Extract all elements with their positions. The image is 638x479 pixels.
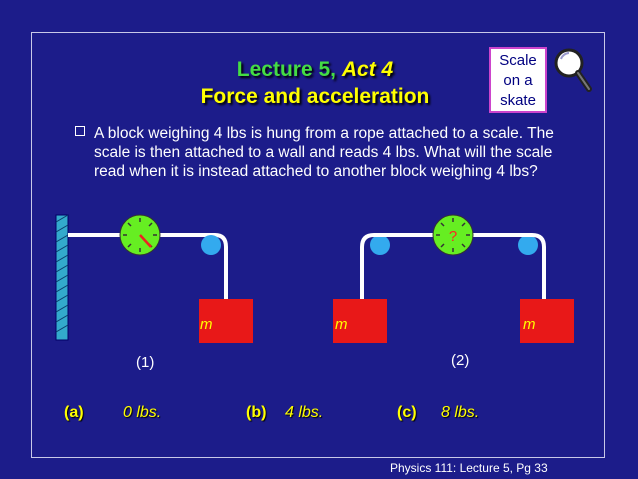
setup-2-label: (2) — [451, 352, 470, 369]
pulley-left — [370, 235, 390, 255]
slide-title: Lecture 5, Act 4 — [190, 58, 440, 82]
rope-scale-to-block — [160, 233, 228, 300]
callout-line-1: Scale — [499, 52, 537, 69]
pulley-right — [518, 235, 538, 255]
option-c-letter[interactable]: (c) — [397, 404, 417, 421]
option-b-letter[interactable]: (b) — [246, 404, 267, 421]
pulley — [201, 235, 221, 255]
bullet-icon — [75, 126, 85, 136]
option-a-value[interactable]: 0 lbs. — [123, 404, 162, 421]
block-1 — [199, 299, 253, 343]
slide-frame — [31, 32, 605, 458]
question-text: A block weighing 4 lbs is hung from a ro… — [94, 125, 554, 180]
setup-1-label: (1) — [136, 354, 155, 371]
callout-line-3: skate — [500, 92, 536, 109]
wall-hatching — [55, 214, 69, 333]
block-2-left — [333, 299, 387, 343]
scale-on-skate-callout[interactable]: Scale on a skate — [489, 47, 547, 113]
magnifier-icon[interactable] — [552, 45, 594, 97]
option-c-value[interactable]: 8 lbs. — [441, 404, 480, 421]
block-1-label: m — [200, 316, 213, 333]
title-prefix: Lecture 5, — [236, 58, 342, 81]
slide-subtitle: Force and acceleration — [200, 85, 430, 108]
block-2-right — [520, 299, 574, 343]
scale-1 — [119, 214, 161, 256]
option-b-value[interactable]: 4 lbs. — [285, 404, 324, 421]
title-act: Act 4 — [341, 58, 394, 81]
block-2-left-label: m — [335, 316, 348, 333]
block-2-right-label: m — [523, 316, 536, 333]
rope-left — [360, 233, 433, 300]
slide-footer: Physics 111: Lecture 5, Pg 33 — [390, 461, 548, 475]
callout-line-2: on a — [503, 72, 533, 89]
scale-2-readout: ? — [449, 228, 457, 245]
option-a-letter[interactable]: (a) — [64, 404, 84, 421]
scale-needle — [139, 234, 152, 248]
scale-2: ? — [432, 214, 474, 256]
rope-right — [473, 233, 546, 300]
